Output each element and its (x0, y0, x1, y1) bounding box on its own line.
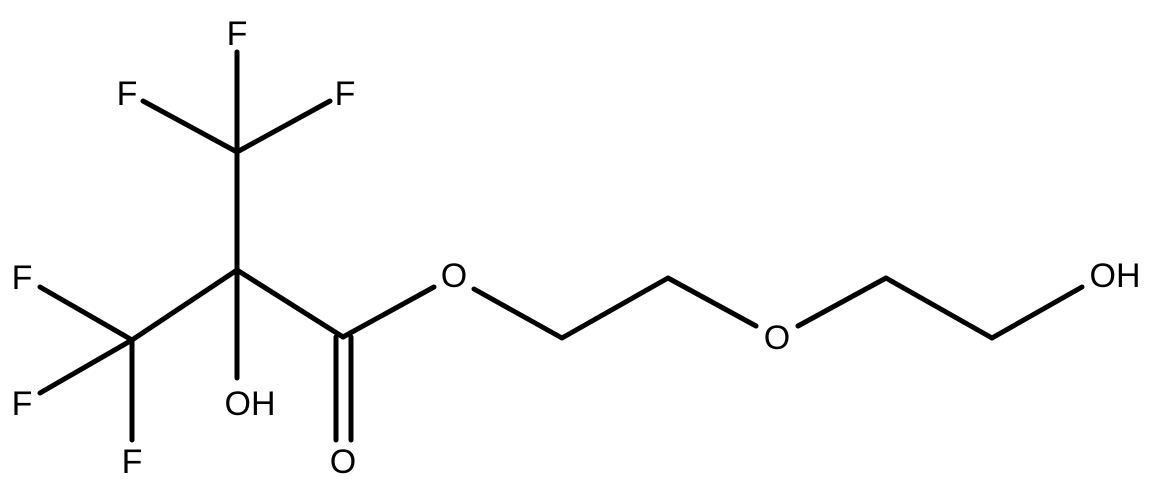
atom-o-ether: O (764, 319, 790, 357)
atom-o-ester: O (441, 257, 467, 295)
bond-calpha-cf3bot (129, 267, 240, 343)
bond-oester-ch2a (471, 286, 565, 341)
bond-cf3top-f3 (234, 98, 333, 155)
atom-f2: F (117, 75, 138, 113)
bond-ch2d-ohterm (989, 284, 1085, 341)
bond-ccarbonyl-oester (340, 284, 437, 340)
atom-hydroxyl-alpha: OH (225, 385, 276, 423)
atom-labels: F F F F F F OH O O O OH (12, 15, 1141, 481)
atom-f6: F (122, 443, 143, 481)
bond-cf3bot-f5 (37, 337, 135, 396)
bond-calpha-ccarbonyl (234, 267, 346, 340)
atom-hydroxyl-terminal: OH (1090, 257, 1141, 295)
atom-f1: F (227, 15, 248, 53)
bond-cf3top-f2 (140, 98, 240, 155)
atom-f5: F (12, 385, 33, 423)
atom-f4: F (12, 259, 33, 297)
atom-f3: F (335, 75, 356, 113)
bond-ch2c-ch2d (883, 275, 995, 341)
atom-o-carbonyl: O (330, 443, 356, 481)
bond-ch2b-oether (665, 275, 759, 329)
bonds (37, 49, 1085, 443)
bond-ch2a-ch2b (559, 275, 671, 341)
bond-cf3bot-f4 (37, 284, 135, 343)
bond-oether-ch2c (795, 275, 889, 329)
